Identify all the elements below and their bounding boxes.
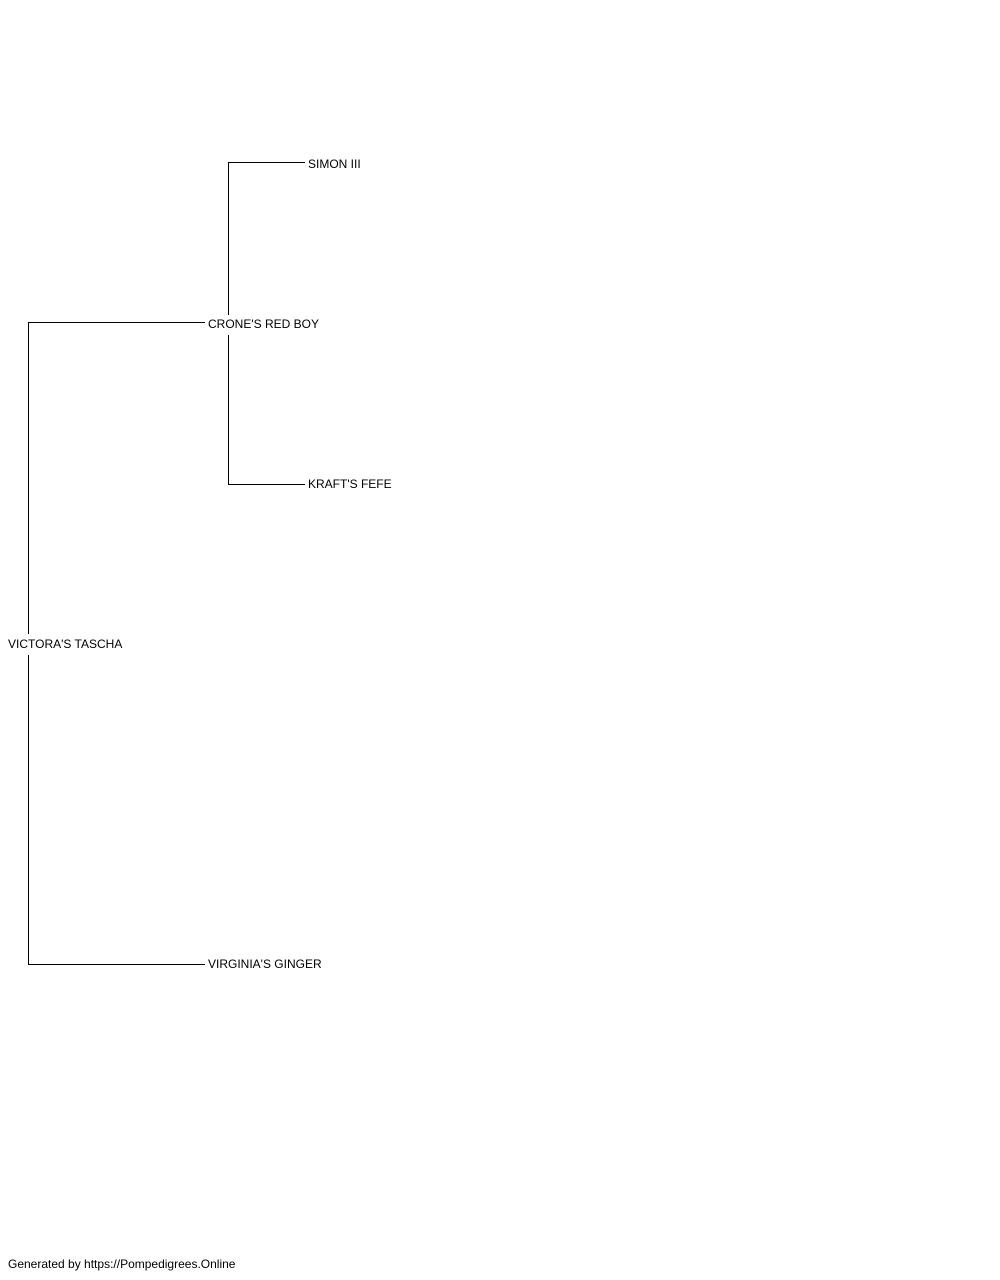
sire-dam-connector [228, 335, 305, 485]
generated-by-footer: Generated by https://Pompedigrees.Online [8, 1257, 236, 1271]
pedigree-node-subject: VICTORA'S TASCHA [8, 637, 123, 651]
pedigree-node-sire-sire: SIMON III [308, 157, 361, 171]
root-dam-connector [28, 655, 205, 965]
pedigree-node-sire-dam: KRAFT'S FEFE [308, 477, 392, 491]
pedigree-node-dam: VIRGINIA'S GINGER [208, 957, 322, 971]
sire-sire-connector [228, 162, 305, 315]
root-sire-connector [28, 322, 205, 634]
pedigree-node-sire: CRONE'S RED BOY [208, 317, 319, 331]
